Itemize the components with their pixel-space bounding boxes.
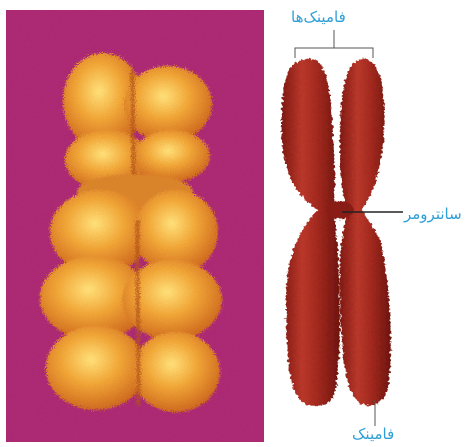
chromatids-bracket [295, 48, 373, 58]
photo-chromosome [40, 53, 222, 412]
right-chromatid [339, 59, 390, 406]
centromere-label: سانترومر [404, 207, 462, 222]
centromere [326, 201, 354, 219]
chromatids-label: فامینک‌ها [291, 10, 346, 25]
chromatid-label: فامینک [352, 427, 394, 442]
chromosome-drawing [282, 59, 391, 407]
micrograph-photo [6, 10, 264, 442]
left-chromatid [282, 59, 340, 407]
